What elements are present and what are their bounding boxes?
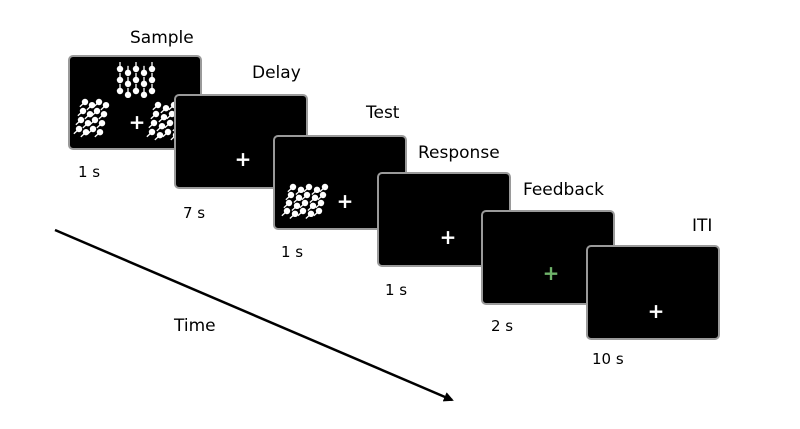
moving-dot	[100, 101, 110, 111]
moving-dot	[132, 84, 140, 95]
stage-label-delay: Delay	[252, 63, 301, 83]
stage-label-feedback: Feedback	[523, 180, 604, 200]
moving-dot	[89, 116, 99, 126]
moving-dot	[148, 62, 156, 73]
stage-label-response: Response	[418, 143, 500, 163]
fixation-cross: +	[647, 299, 665, 323]
time-label: Time	[174, 316, 216, 336]
moving-dot	[319, 183, 329, 193]
moving-dot	[140, 65, 148, 77]
moving-dot	[148, 119, 158, 129]
fixation-cross: +	[128, 110, 146, 134]
moving-dot	[148, 73, 156, 84]
fixation-cross: +	[336, 189, 354, 213]
moving-dot	[303, 183, 313, 193]
moving-dot	[307, 202, 317, 212]
moving-dot	[146, 128, 156, 138]
moving-dot	[132, 73, 140, 84]
duration-iti: 10 s	[592, 350, 624, 368]
duration-delay: 7 s	[183, 204, 206, 222]
moving-dot	[295, 186, 305, 196]
moving-dot	[84, 110, 94, 120]
fixation-cross: +	[234, 147, 252, 171]
moving-dot	[77, 107, 87, 117]
stage-label-sample: Sample	[130, 28, 194, 48]
moving-dot	[98, 110, 108, 120]
moving-dot	[86, 101, 96, 111]
moving-dot	[116, 62, 124, 73]
moving-dot	[150, 110, 160, 120]
moving-dot	[116, 84, 124, 95]
moving-dot	[166, 110, 176, 120]
moving-dot	[94, 128, 104, 138]
moving-dot	[281, 207, 291, 217]
moving-dot	[82, 119, 92, 129]
duration-response: 1 s	[385, 281, 408, 299]
moving-dot	[116, 73, 124, 84]
moving-dot	[152, 101, 162, 111]
moving-dot	[289, 210, 299, 220]
moving-dot	[164, 119, 174, 129]
moving-dot	[140, 87, 148, 99]
moving-dot	[305, 210, 315, 220]
moving-dot	[301, 191, 311, 201]
moving-dot	[124, 76, 132, 88]
test-dot-stimuli	[281, 183, 329, 220]
duration-sample: 1 s	[78, 163, 101, 181]
moving-dot	[132, 62, 140, 73]
moving-dot	[75, 116, 85, 126]
stage-label-test: Test	[366, 103, 400, 123]
moving-dot	[93, 98, 103, 108]
moving-dot	[313, 207, 323, 217]
moving-dot	[158, 113, 168, 123]
duration-test: 1 s	[281, 243, 304, 261]
stage-label-iti: ITI	[692, 216, 713, 236]
feedback-fixation-cross: +	[542, 261, 560, 285]
moving-dot	[124, 65, 132, 77]
moving-dot	[315, 199, 325, 209]
moving-dot	[160, 104, 170, 114]
moving-dot	[73, 125, 83, 135]
fixation-cross: +	[439, 225, 457, 249]
moving-dot	[91, 107, 101, 117]
moving-dot	[287, 183, 297, 193]
moving-dot	[156, 122, 166, 132]
moving-dot	[309, 194, 319, 204]
moving-dot	[162, 128, 172, 138]
moving-dot	[148, 84, 156, 95]
duration-feedback: 2 s	[491, 317, 514, 335]
moving-dot	[80, 128, 90, 138]
moving-dot	[283, 199, 293, 209]
screen-iti: +	[586, 245, 720, 340]
moving-dot	[297, 207, 307, 217]
moving-dot	[96, 119, 106, 129]
moving-dot	[154, 131, 164, 141]
moving-dot	[291, 202, 301, 212]
moving-dot	[79, 98, 89, 108]
moving-dot	[124, 87, 132, 99]
moving-dot	[140, 76, 148, 88]
moving-dot	[317, 191, 327, 201]
moving-dot	[87, 125, 97, 135]
moving-dot	[285, 191, 295, 201]
moving-dot	[299, 199, 309, 209]
moving-dot	[293, 194, 303, 204]
moving-dot	[311, 186, 321, 196]
